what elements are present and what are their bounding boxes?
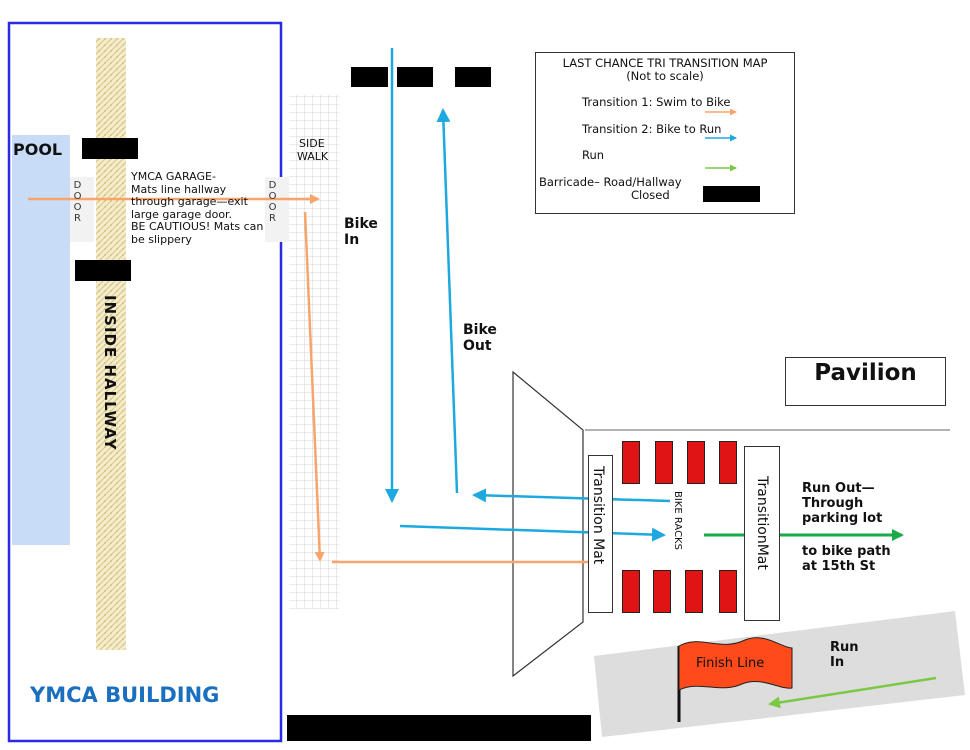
- door-left-panel: [70, 177, 94, 242]
- sidewalk-label-2: WALK: [297, 150, 329, 163]
- barricade-pool-top: [82, 138, 138, 159]
- bike-rack: [719, 570, 737, 613]
- barricade-top-1: [351, 67, 388, 87]
- transition-mat-right: [744, 446, 780, 621]
- legend-barricade-label: Barricade– Road/Hallway: [539, 175, 682, 189]
- legend-title: LAST CHANCE TRI TRANSITION MAP: [562, 56, 768, 70]
- bike-rack: [719, 441, 737, 484]
- bike-out-label-1: Bike: [463, 322, 497, 338]
- pool-area: [12, 135, 70, 545]
- garage-description: YMCA GARAGE- Mats line hallway through g…: [131, 170, 264, 246]
- run-in-label-2: In: [830, 655, 845, 670]
- bike-rack: [685, 570, 703, 613]
- run-in-arrow: [768, 676, 937, 709]
- bike-rack: [653, 570, 671, 613]
- flag-icon: [678, 637, 793, 691]
- run-out-label: Run Out— Through parking lot: [802, 481, 883, 526]
- sidewalk-grid: [289, 95, 339, 609]
- barricade-bottom: [287, 715, 591, 741]
- finish-line-label: Finish Line: [696, 656, 765, 671]
- barricade-top-3: [455, 67, 491, 87]
- bike-out-arrow: [436, 108, 459, 494]
- bike-rack: [655, 441, 673, 484]
- legend-barricade-label-2: Closed: [631, 188, 670, 202]
- sidewalk-label-1: SIDE: [299, 137, 325, 150]
- door-right-label: DOOR: [267, 180, 278, 224]
- legend-item-run: Run: [582, 148, 605, 162]
- bike-rack: [622, 570, 640, 613]
- barricade-pool-bottom: [75, 260, 131, 281]
- transition-area-outline: [512, 370, 584, 678]
- legend-barricade-swatch: [703, 186, 760, 202]
- run-in-label-1: Run: [830, 640, 859, 655]
- pool-label: POOL: [13, 140, 63, 159]
- legend-item-bike-to-run: Transition 2: Bike to Run: [582, 122, 722, 136]
- bike-out-from-racks-arrow: [472, 488, 671, 503]
- bike-in-to-racks-arrow: [399, 524, 666, 542]
- legend-box: [535, 52, 795, 214]
- swim-to-bike-arrow-2: [303, 211, 325, 562]
- transition-mat-left: [588, 455, 613, 613]
- bike-rack: [687, 441, 705, 484]
- to-bike-path-label: to bike path at 15th St: [802, 544, 891, 574]
- door-left-label: DOOR: [72, 180, 83, 224]
- pavilion-box: [785, 357, 946, 406]
- legend-item-swim-to-bike: Transition 1: Swim to Bike: [582, 95, 731, 109]
- legend-subtitle: (Not to scale): [626, 69, 704, 83]
- bike-in-label-1: Bike: [344, 216, 378, 232]
- barricade-top-2: [397, 67, 433, 87]
- ymca-building-outline: [7, 21, 283, 743]
- transition-mat-right-label: TransitionMat: [754, 476, 770, 570]
- pavilion-label: Pavilion: [814, 360, 917, 386]
- bike-racks-label: BIKE RACKS: [672, 491, 683, 550]
- inside-hallway-label: INSIDE HALLWAY: [101, 295, 119, 451]
- door-right-panel: [265, 177, 289, 242]
- bike-out-label-2: Out: [463, 338, 492, 354]
- transition-mat-left-label: Transition Mat: [590, 466, 606, 565]
- ymca-building-label: YMCA BUILDING: [30, 683, 220, 707]
- bike-in-label-2: In: [344, 232, 360, 248]
- bike-rack: [622, 441, 640, 484]
